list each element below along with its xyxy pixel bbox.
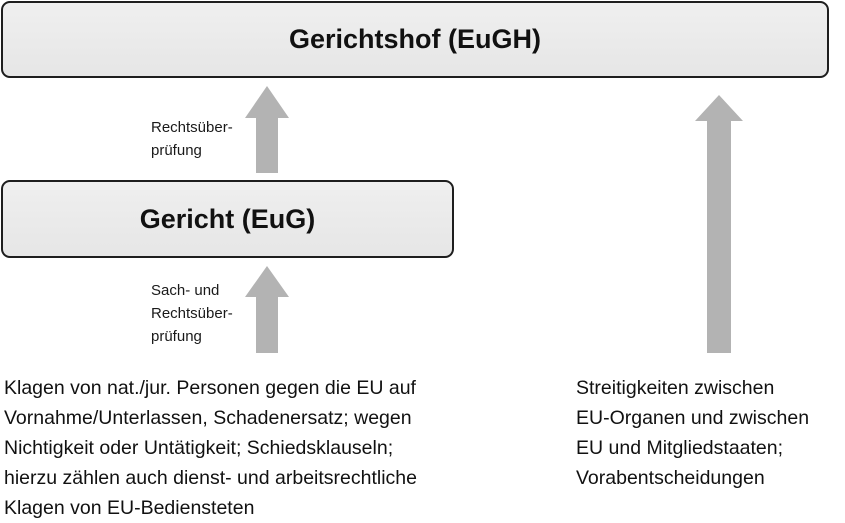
general-court-jurisdiction-text: Klagen von nat./jur. Personen gegen die … bbox=[4, 377, 417, 519]
fact-and-legal-review-label: Sach- und Rechtsüber- prüfung bbox=[151, 282, 233, 345]
general-court-label: Gericht (EuG) bbox=[139, 203, 316, 234]
upward-arrow-upper bbox=[245, 86, 289, 173]
upward-arrow-right bbox=[695, 95, 743, 353]
court-of-justice-jurisdiction-text: Streitigkeiten zwischen EU-Organen und z… bbox=[576, 377, 810, 489]
legal-review-label: Rechtsüber- prüfung bbox=[151, 119, 233, 159]
general-court-box: Gericht (EuG) bbox=[1, 180, 454, 258]
upward-arrow-lower bbox=[245, 266, 289, 353]
court-of-justice-label: Gerichtshof (EuGH) bbox=[288, 24, 541, 54]
court-of-justice-box: Gerichtshof (EuGH) bbox=[1, 1, 829, 78]
